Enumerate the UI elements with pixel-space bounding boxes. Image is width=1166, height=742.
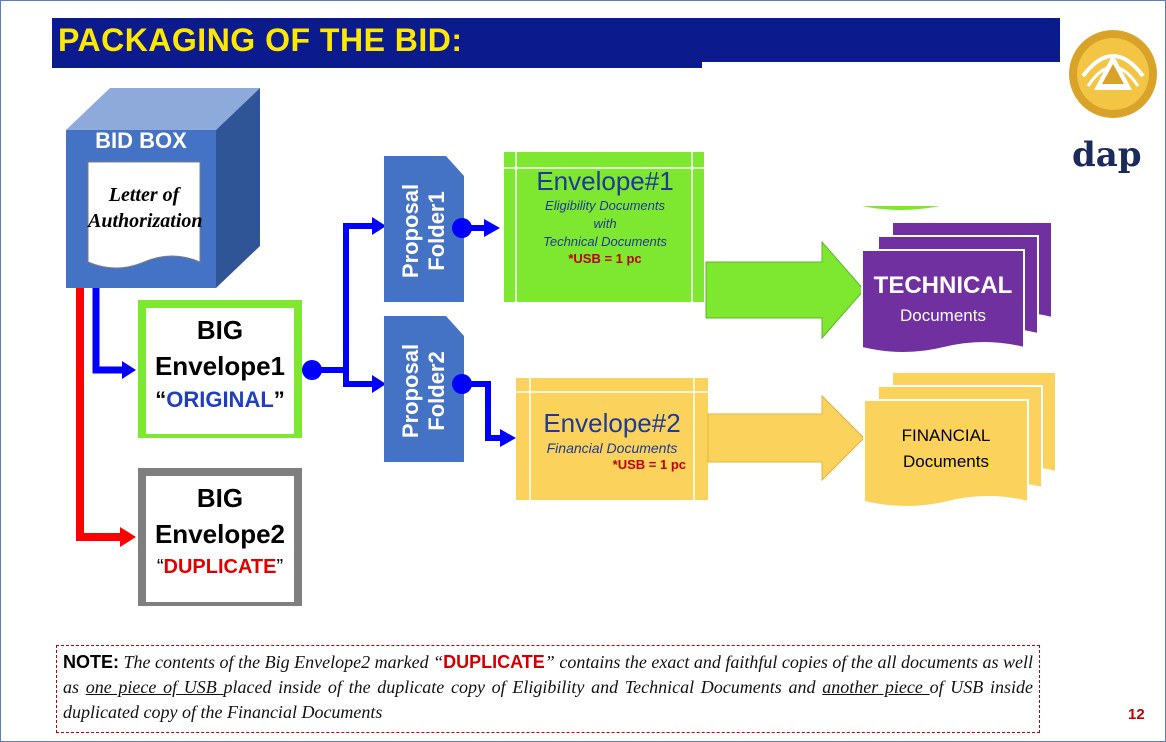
note-duplicate: DUPLICATE — [443, 652, 545, 672]
folder2-line2: Folder2 — [424, 351, 449, 431]
red-connector — [76, 288, 124, 541]
green-arrow — [705, 240, 865, 340]
duplicate-marker: DUPLICATE — [163, 556, 277, 578]
envelope2-shape — [516, 378, 708, 500]
big-envelope1: BIG Envelope1 “ORIGINAL” — [146, 308, 294, 434]
financial-documents: FINANCIAL Documents — [864, 426, 1028, 472]
folder2-line1: Proposal — [398, 343, 423, 439]
letter-of-authorization: Letter of Authorization — [88, 182, 203, 234]
slide-title: PACKAGING OF THE BID: — [58, 22, 463, 58]
blue-arrowhead-1 — [122, 361, 136, 379]
financial-line2: Documents — [903, 452, 989, 471]
envelope2-sub1: Financial Documents — [546, 440, 678, 456]
note-underline-1: one piece of USB — [85, 677, 224, 697]
envelope1-sub2: with — [593, 216, 617, 231]
envelope1-sub1: Eligibility Documents — [545, 198, 665, 213]
financial-line1: FINANCIAL — [901, 426, 991, 445]
note-text-2: ” contains the exact and faithful copies… — [63, 652, 1034, 697]
note-text-4: of USB inside duplicated copy of the Fin… — [63, 677, 1033, 722]
proposal-folder2-shape — [384, 316, 464, 462]
big-envelope1-line2: Envelope1 — [154, 351, 286, 381]
big-envelope2: BIG Envelope2 “DUPLICATE” — [146, 476, 294, 602]
folder1-line1: Proposal — [398, 183, 423, 279]
note-text-3: placed inside of the duplicate copy of E… — [223, 677, 823, 697]
red-arrowhead — [120, 527, 136, 547]
blue-connector-3 — [343, 370, 376, 387]
envelope1-usb: *USB = 1 pc — [568, 251, 642, 266]
technical-line2: Documents — [900, 306, 986, 325]
yellow-arrow — [707, 394, 865, 482]
bid-box-top — [66, 88, 260, 130]
quote-close-2: ” — [276, 556, 284, 578]
letter-doc-icon — [87, 161, 201, 269]
note-label: NOTE: — [63, 652, 119, 672]
original-marker: ORIGINAL — [166, 387, 274, 412]
technical-docs-shape — [861, 249, 1025, 354]
logo-text: dap — [1072, 135, 1142, 175]
note-text-1: The contents of the Big Envelope2 marked… — [119, 652, 444, 672]
technical-line1: TECHNICAL — [873, 272, 1013, 299]
blue-connector-1 — [92, 288, 126, 374]
big-envelope2-line2: Envelope2 — [154, 519, 286, 549]
note-underline-2: another piece — [822, 677, 930, 697]
dap-logo-icon — [1069, 30, 1157, 118]
bid-box-label: BID BOX — [95, 128, 187, 153]
proposal-folder1-shape — [384, 156, 464, 302]
page-number: 12 — [1128, 706, 1145, 723]
bid-box-side — [216, 88, 260, 288]
technical-documents: TECHNICAL Documents — [862, 272, 1024, 326]
envelope1-shape — [504, 152, 704, 302]
big-envelope2-line1: BIG — [196, 483, 244, 513]
letter-line2: Authorization — [88, 210, 203, 232]
financial-docs-shape — [863, 399, 1029, 508]
proposal-folder1: Proposal Folder1 — [398, 171, 450, 291]
title-bar — [52, 18, 1060, 68]
envelope1-sub3: Technical Documents — [543, 234, 667, 249]
envelope1: Envelope#1 Eligibility Documents with Te… — [518, 166, 692, 266]
envelope1-title: Envelope#1 — [536, 166, 674, 196]
quote-close-1: ” — [273, 387, 285, 412]
letter-line1: Letter of — [108, 184, 180, 206]
folder1-line2: Folder1 — [424, 191, 449, 271]
proposal-folder2: Proposal Folder2 — [398, 331, 450, 451]
blue-connector-2 — [343, 223, 376, 370]
note-box: NOTE: The contents of the Big Envelope2 … — [56, 645, 1040, 733]
envelope2: Envelope#2 Financial Documents *USB = 1 … — [530, 408, 694, 472]
quote-open-2: “ — [156, 556, 164, 578]
envelope2-usb: *USB = 1 pc — [612, 457, 686, 472]
big-envelope1-line1: BIG — [196, 315, 244, 345]
envelope2-title: Envelope#2 — [543, 408, 681, 438]
quote-open-1: “ — [155, 387, 167, 412]
